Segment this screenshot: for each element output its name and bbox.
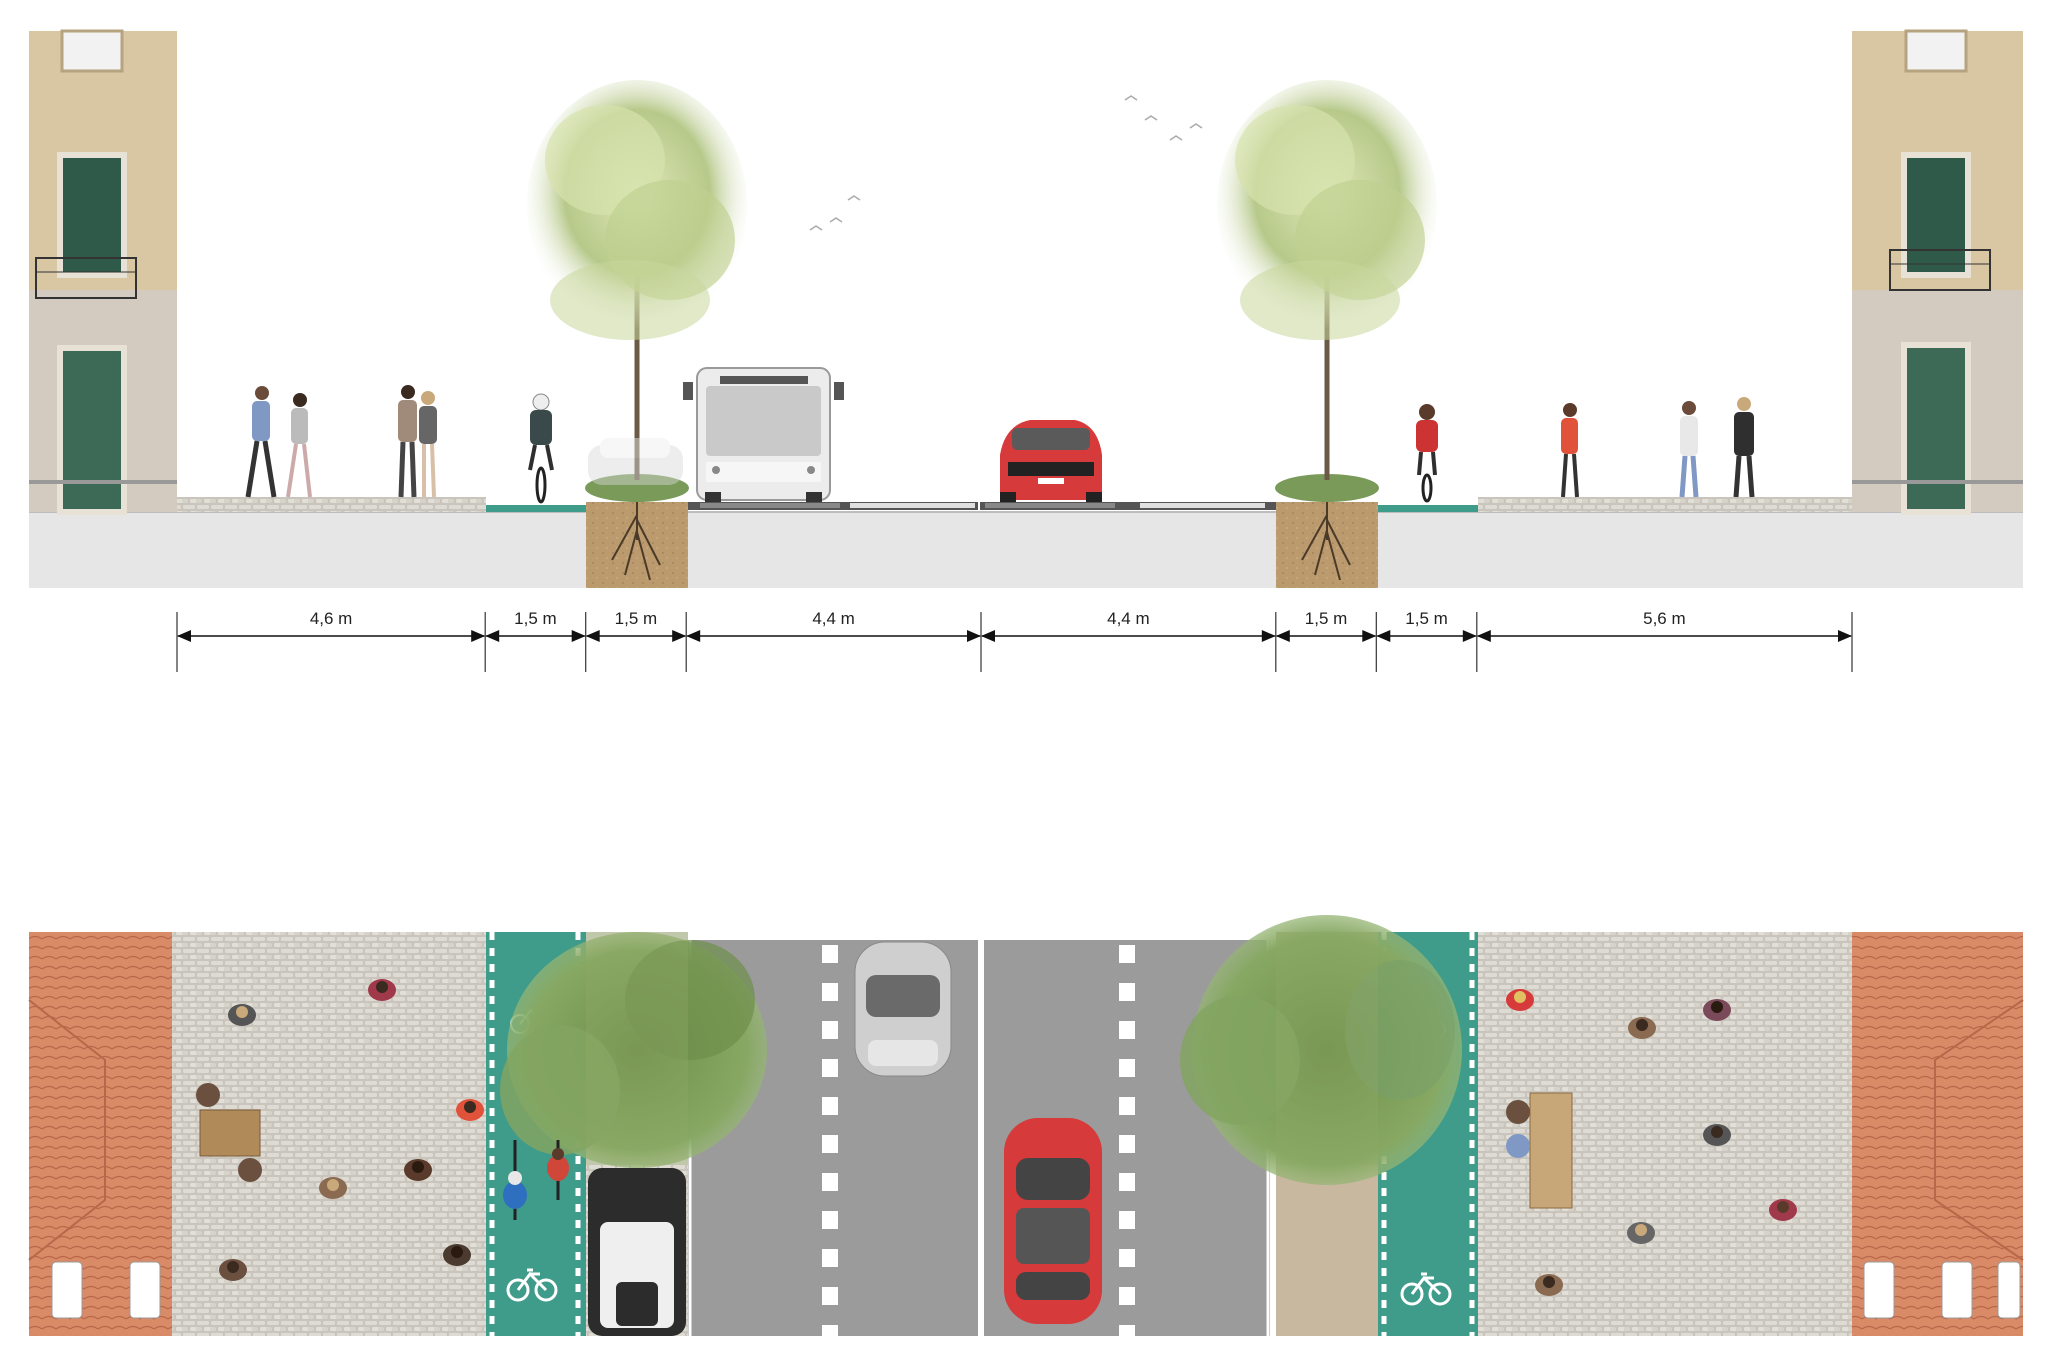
cyclist-left-section xyxy=(528,393,554,504)
dimension-arrow-left xyxy=(585,630,600,642)
bike-symbol-icon xyxy=(1400,1272,1452,1306)
pedestrians-plan xyxy=(219,979,1797,1296)
pedestrians-right-section xyxy=(1561,397,1755,498)
tree-left-section xyxy=(527,80,747,480)
bench-plan xyxy=(1506,1092,1573,1209)
sidewalk-right-section xyxy=(1478,497,1852,512)
tree-canopy-right-plan xyxy=(1180,915,1462,1185)
dimension-line: 4,6 m 1,5 m 1,5 m 4,4 m 4,4 m 1,5 m 1,5 m 5,6 m xyxy=(176,609,1853,672)
roof-right-plan xyxy=(1852,932,2024,1336)
cyclist-plan xyxy=(547,1140,569,1200)
dimension-label: 1,5 m xyxy=(514,609,557,628)
dimension-arrow-right xyxy=(967,630,981,642)
tree-right-section xyxy=(1217,80,1437,480)
dimension-arrow-right xyxy=(1362,630,1377,642)
plan-view xyxy=(28,915,2024,1336)
dimension-arrow-left xyxy=(1376,630,1391,642)
cyclist-plan xyxy=(503,1140,527,1220)
building-facade-left xyxy=(29,29,177,515)
dimension-arrow-left xyxy=(1476,630,1491,642)
dimension-arrow-right xyxy=(471,630,486,642)
dimension-label: 1,5 m xyxy=(615,609,658,628)
dimension-arrow-right xyxy=(1838,630,1852,642)
dimension-label: 5,6 m xyxy=(1643,609,1686,628)
road-plan xyxy=(688,940,1270,1336)
bus-section xyxy=(683,367,844,502)
dimension-label: 4,4 m xyxy=(812,609,855,628)
dimension-arrow-left xyxy=(485,630,500,642)
dimension-label: 4,4 m xyxy=(1107,609,1150,628)
cyclist-right-section xyxy=(1416,404,1438,503)
dimension-arrow-left xyxy=(1275,630,1290,642)
van-parked-plan xyxy=(588,1168,686,1336)
dimension-arrow-right xyxy=(571,630,586,642)
birds-icon xyxy=(809,95,1203,231)
dimension-arrow-left xyxy=(686,630,701,642)
dimension-arrow-right xyxy=(1261,630,1276,642)
car-red-plan xyxy=(1004,1118,1102,1324)
dimension-arrow-right xyxy=(1462,630,1477,642)
section-view xyxy=(29,29,2023,588)
tree-canopy-left-plan xyxy=(500,932,767,1168)
dimension-label: 1,5 m xyxy=(1405,609,1448,628)
sidewalk-left-section xyxy=(177,497,486,512)
tree-pit-left xyxy=(585,474,689,588)
car-red-section xyxy=(1000,420,1102,502)
building-facade-right xyxy=(1852,29,2023,515)
bike-lane-left-section xyxy=(486,505,586,512)
roof-left-plan xyxy=(28,932,172,1336)
bike-symbol-icon xyxy=(506,1268,558,1302)
tree-pit-right xyxy=(1275,474,1379,588)
road-section xyxy=(688,502,1276,510)
car-faded-section xyxy=(588,438,683,485)
dimension-arrow-right xyxy=(672,630,687,642)
car-silver-plan xyxy=(854,941,952,1077)
ground-section xyxy=(29,512,2023,588)
dimension-arrow-left xyxy=(177,630,191,642)
cafe-table-plan xyxy=(196,1083,262,1182)
dimension-arrow-left xyxy=(981,630,995,642)
dimension-label: 1,5 m xyxy=(1305,609,1348,628)
dimension-label: 4,6 m xyxy=(310,609,353,628)
pedestrians-left-section xyxy=(245,385,437,498)
bike-lane-right-section xyxy=(1378,505,1478,512)
